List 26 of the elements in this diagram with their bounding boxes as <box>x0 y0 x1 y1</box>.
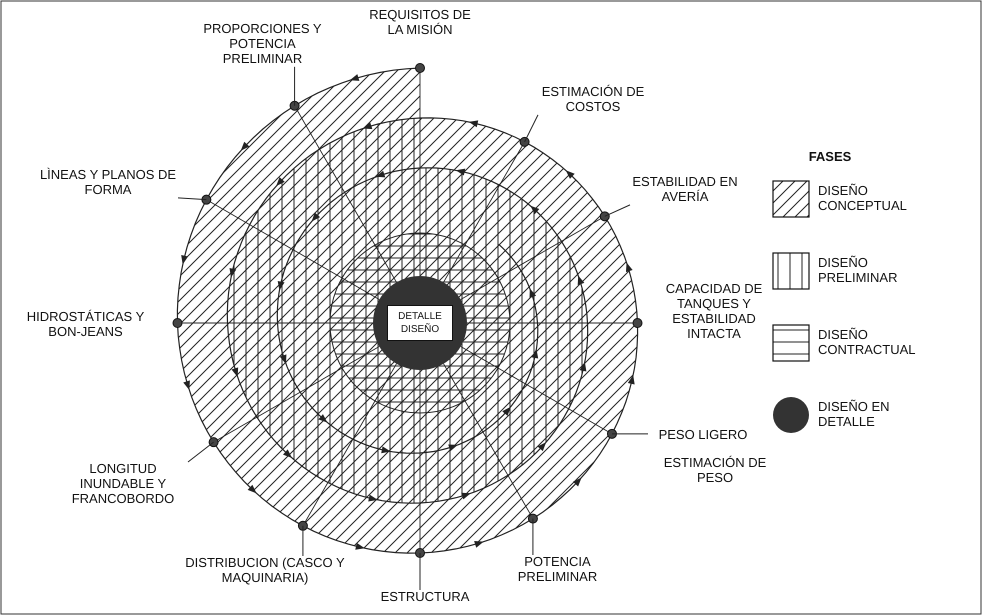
step-label: CAPACIDAD DE TANQUES Y ESTABILIDAD INTACTA <box>664 282 764 342</box>
step-label: ESTIMACIÓN DE PESO <box>662 456 768 486</box>
step-label: PROPORCIONES Y POTENCIA PRELIMINAR <box>200 22 325 67</box>
legend-label: DISEÑO CONTRACTUAL <box>818 328 917 358</box>
leader-line <box>524 114 538 142</box>
leader-line <box>604 204 630 217</box>
leader-line <box>188 442 214 462</box>
legend-label: DISEÑO EN DETALLE <box>818 400 891 430</box>
step-label: HIDROSTÁTICAS Y BON-JEANS <box>26 310 146 340</box>
step-label: LÌNEAS Y PLANOS DE FORMA <box>38 168 178 198</box>
step-label: ESTRUCTURA <box>370 590 480 605</box>
step-label: ESTIMACIÓN DE COSTOS <box>538 85 648 115</box>
leader-line <box>178 197 207 200</box>
leader-line <box>302 525 304 556</box>
step-label: ESTABILIDAD EN AVERÍA <box>630 175 740 205</box>
step-label: POTENCIA PRELIMINAR <box>505 555 610 585</box>
step-label: REQUISITOS DE LA MISIÓN <box>368 8 472 38</box>
leader-line <box>294 66 296 106</box>
leader-line <box>532 518 534 556</box>
step-label: LONGITUD INUNDABLE Y FRANCOBORDO <box>58 462 188 507</box>
legend-title: FASES <box>808 150 852 165</box>
leader-line <box>611 433 648 434</box>
legend-label: DISEÑO PRELIMINAR <box>818 256 898 286</box>
legend-label: DISEÑO CONCEPTUAL <box>818 184 908 214</box>
step-label: DISTRIBUCION (CASCO Y MAQUINARIA) <box>165 556 365 586</box>
step-label: PESO LIGERO <box>648 428 758 443</box>
